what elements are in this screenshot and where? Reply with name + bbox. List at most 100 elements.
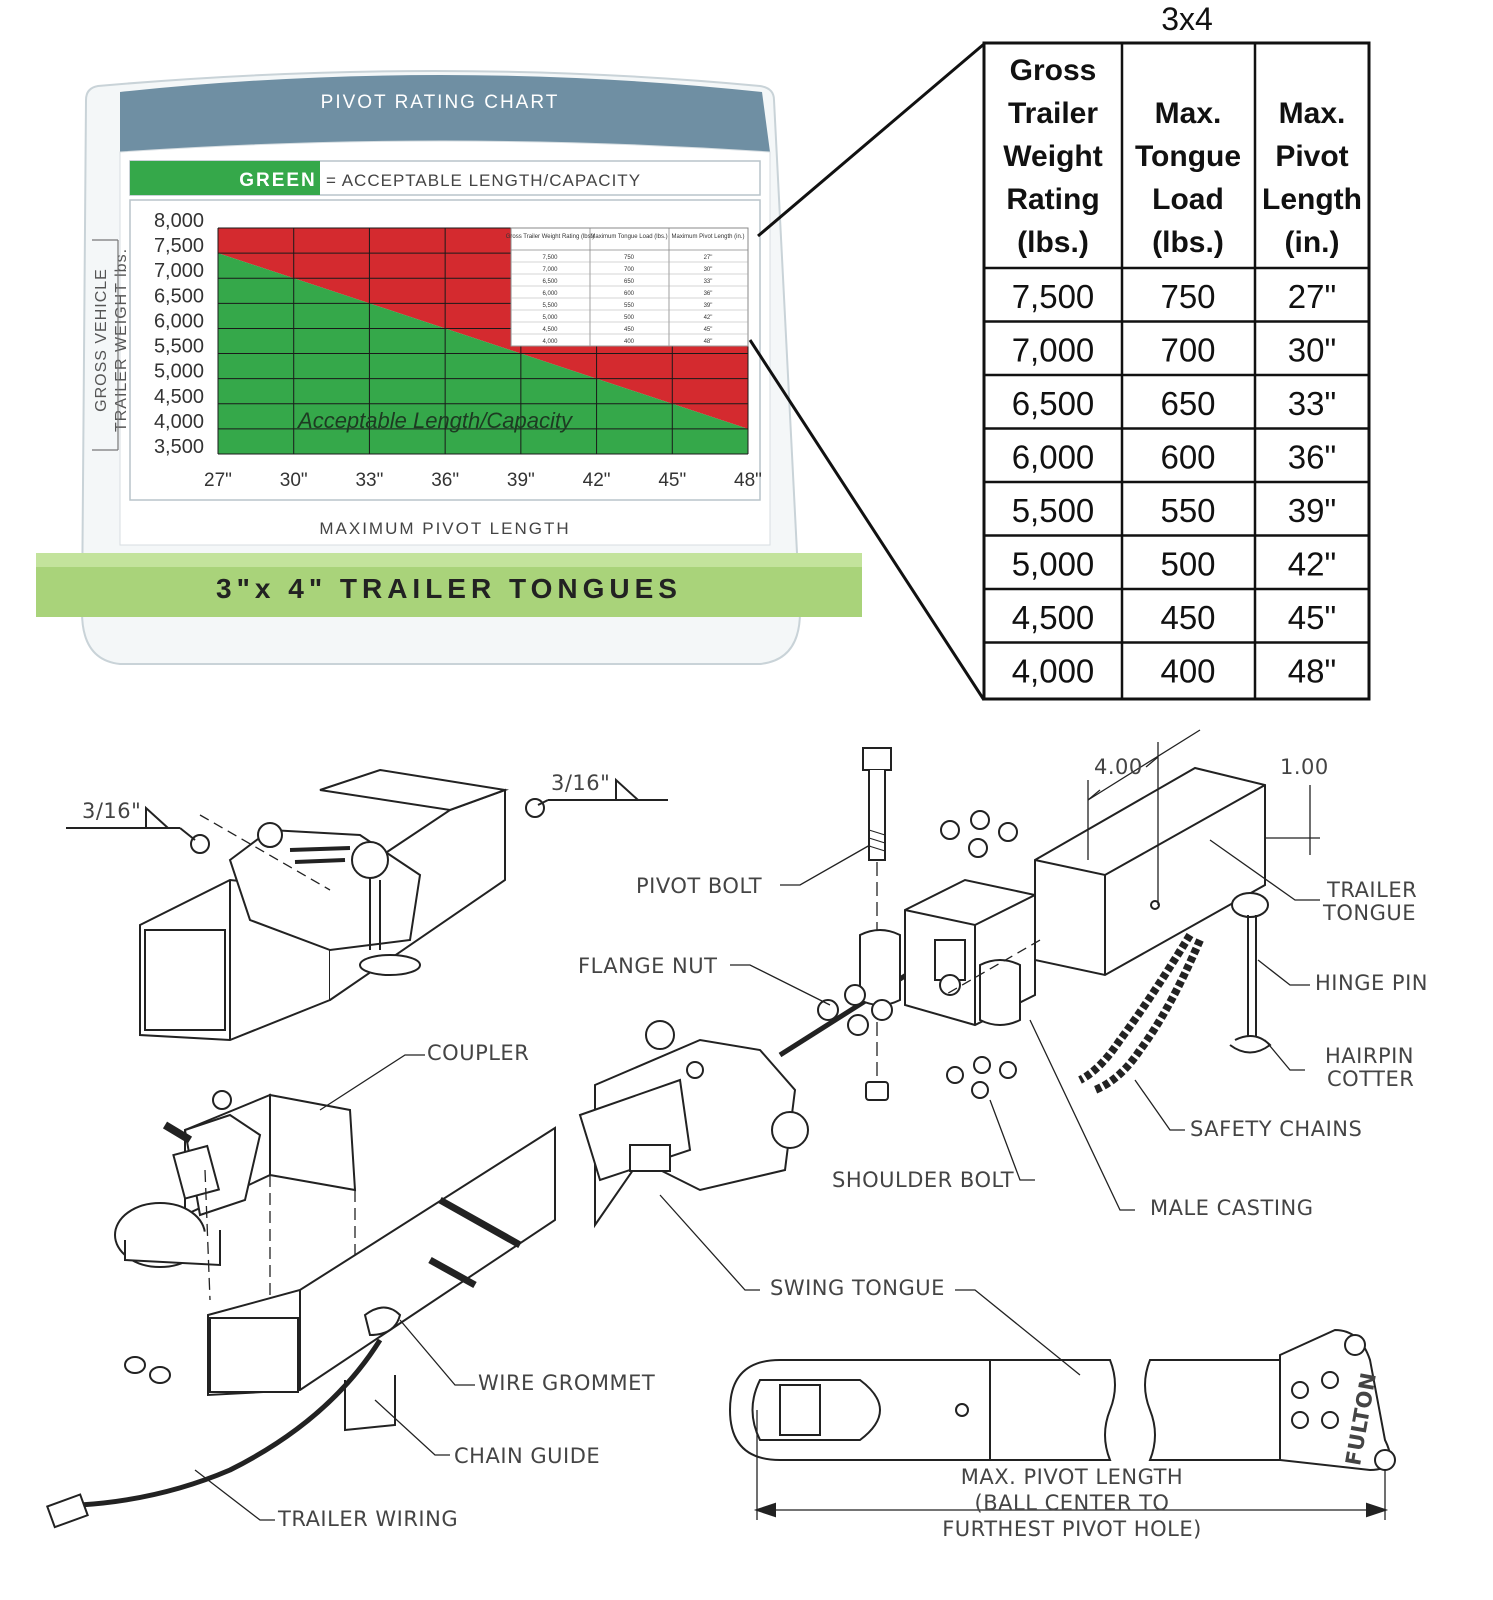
callout-line-bottom	[748, 339, 986, 701]
mini-table-head: Maximum Tongue Load (lbs.)	[590, 234, 667, 240]
table-header-cell: Load	[1152, 183, 1224, 216]
table-header-cell: Weight	[1003, 140, 1102, 173]
coupler-assembly	[114, 1090, 357, 1301]
dimension-1-00	[1265, 785, 1320, 855]
table-cell: 6,000	[1012, 439, 1095, 476]
x-tick-label: 42"	[583, 470, 611, 491]
table-cell: 700	[1160, 332, 1215, 369]
callout-line-top	[757, 42, 985, 238]
table-header-cell: (in.)	[1285, 226, 1340, 259]
y-tick-label: 7,500	[154, 235, 204, 257]
table-cell: 550	[1160, 492, 1215, 529]
label-male-casting: MALE CASTING	[1150, 1196, 1314, 1220]
x-tick-labels: 27"30"33"36"39"42"45"48"	[204, 470, 762, 491]
diagram-labels: 3/16" 3/16" 4.00 1.00 PIVOT BOLT FLANGE …	[82, 755, 1428, 1541]
mini-table-cell: 30"	[704, 267, 713, 273]
mini-table-cell: 7,000	[542, 267, 558, 273]
label-shoulder-bolt: SHOULDER BOLT	[832, 1168, 1014, 1192]
table-cell: 6,500	[1012, 385, 1095, 422]
label-flange-nut: FLANGE NUT	[578, 954, 717, 978]
label-chain-guide: CHAIN GUIDE	[454, 1444, 600, 1468]
weld-label-right: 3/16"	[551, 771, 610, 795]
y-tick-labels: 8,0007,5007,0006,5006,0005,5005,0004,500…	[154, 210, 204, 458]
dim-offset: 1.00	[1280, 755, 1329, 779]
y-tick-label: 7,000	[154, 260, 204, 282]
weld-label-left: 3/16"	[82, 799, 141, 823]
y-axis-title-line2: TRAILER WEIGHT lbs.	[113, 248, 130, 432]
table-header: GrossTrailerWeightRating(lbs.)Max.Tongue…	[1003, 54, 1362, 259]
table-header-cell: Max.	[1279, 97, 1346, 130]
mini-table: Gross Trailer Weight Rating (lbs.) Maxim…	[506, 227, 749, 347]
mini-table-cell: 4,500	[542, 327, 558, 333]
table-cell: 500	[1160, 546, 1215, 583]
flange-nuts	[817, 984, 893, 1036]
table-cell: 5,500	[1012, 492, 1095, 529]
safety-chains	[1078, 932, 1204, 1094]
table-cell: 5,000	[1012, 546, 1095, 583]
swing-tongue-assembly	[578, 957, 932, 1229]
label-hairpin-1: HAIRPIN	[1325, 1044, 1414, 1068]
table-cell: 33"	[1288, 385, 1336, 422]
mini-table-cell: 500	[624, 315, 635, 321]
mini-table-frame	[510, 227, 749, 347]
mini-table-cell: 600	[624, 291, 635, 297]
acceptable-region-label: Acceptable Length/Capacity	[296, 408, 574, 433]
x-tick-label: 36"	[431, 470, 459, 491]
y-tick-label: 6,500	[154, 285, 204, 307]
mini-table-cell: 39"	[704, 303, 713, 309]
x-tick-label: 39"	[507, 470, 535, 491]
table-cell: 600	[1160, 439, 1215, 476]
table-header-cell: Rating	[1006, 183, 1099, 216]
table-cell: 30"	[1288, 332, 1336, 369]
weld-symbol-right	[525, 777, 668, 818]
table-cell: 39"	[1288, 492, 1336, 529]
mini-table-cell: 5,500	[542, 303, 558, 309]
y-tick-label: 5,500	[154, 336, 204, 358]
hinge-pin	[1229, 892, 1272, 1054]
y-tick-label: 6,000	[154, 310, 204, 332]
tongue-banner-text: 3"x 4" TRAILER TONGUES	[216, 573, 682, 604]
table-header-cell: Pivot	[1275, 140, 1348, 173]
label-coupler: COUPLER	[427, 1041, 529, 1065]
table-cell: 4,500	[1012, 599, 1095, 636]
tongue-banner-highlight	[36, 553, 862, 567]
pivot-rating-chart: PIVOT RATING CHART GREEN = ACCEPTABLE LE…	[36, 70, 862, 665]
label-pivot-length-3: FURTHEST PIVOT HOLE)	[942, 1517, 1202, 1541]
mini-table-cell: 33"	[704, 279, 713, 285]
trailer-tongue-box	[944, 766, 1266, 996]
table-cell: 400	[1160, 653, 1215, 690]
assembly-diagram	[45, 729, 1396, 1529]
label-pivot-length-2: (BALL CENTER TO	[975, 1491, 1170, 1515]
legend-green-swatch	[130, 161, 320, 195]
legend-key: GREEN	[239, 170, 317, 191]
mini-table-cell: 27"	[704, 255, 713, 261]
table-cell: 36"	[1288, 439, 1336, 476]
y-tick-label: 3,500	[154, 436, 204, 458]
label-trailer-tongue-1: TRAILER	[1326, 878, 1417, 902]
plot-frame	[129, 199, 761, 501]
mini-table-cell: 650	[624, 279, 635, 285]
table-cell: 7,000	[1012, 332, 1095, 369]
mini-table-head: Maximum Pivot Length (in.)	[671, 234, 744, 240]
label-safety-chains: SAFETY CHAINS	[1190, 1117, 1362, 1141]
rating-table: 3x4 GrossTrailerWeightRating(lbs.)Max.To…	[982, 1, 1371, 701]
x-tick-label: 27"	[204, 470, 232, 491]
mini-table-cell: 36"	[704, 291, 713, 297]
mini-table-cell: 48"	[704, 339, 713, 345]
y-axis-title: GROSS VEHICLE TRAILER WEIGHT lbs.	[93, 248, 130, 432]
table-cell: 45"	[1288, 599, 1336, 636]
dim-tongue-width: 4.00	[1094, 755, 1143, 779]
label-hinge-pin: HINGE PIN	[1315, 971, 1428, 995]
x-tick-label: 33"	[355, 470, 383, 491]
mini-table-cell: 550	[624, 303, 635, 309]
label-pivot-length-1: MAX. PIVOT LENGTH	[961, 1465, 1183, 1489]
trailer-tongue-section	[45, 1126, 556, 1529]
table-cell: 4,000	[1012, 653, 1095, 690]
table-header-cell: Length	[1262, 183, 1362, 216]
mini-table-cell: 4,000	[542, 339, 558, 345]
table-header-cell: (lbs.)	[1152, 226, 1224, 259]
y-tick-label: 4,500	[154, 386, 204, 408]
mini-table-cell: 7,500	[542, 255, 558, 261]
table-header-cell: Tongue	[1135, 140, 1241, 173]
